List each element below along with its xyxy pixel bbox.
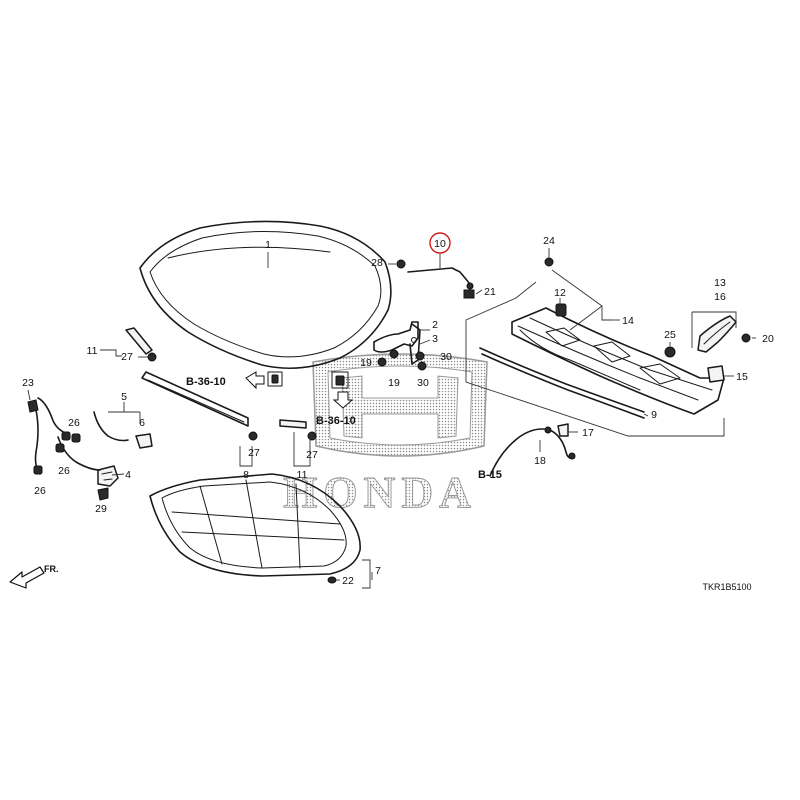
front-arrow-label: FR. [44, 564, 59, 574]
clip-21 [463, 289, 475, 299]
front-arrow-icon: FR. [9, 564, 59, 589]
nut-19a [377, 357, 387, 367]
nut-30b [417, 361, 427, 371]
clip-22 [327, 576, 337, 584]
nut-19b [389, 349, 399, 359]
clip-17 [557, 423, 569, 437]
callout-28: 28 [371, 257, 383, 269]
cowl-side-trim [697, 315, 737, 353]
callout-13: 13 [714, 277, 726, 289]
callout-14: 14 [622, 315, 634, 327]
callout-1: 1 [265, 239, 271, 251]
bolt-28 [396, 259, 406, 269]
clip-27c [307, 431, 317, 441]
callout-27-right: 27 [306, 449, 318, 461]
cowl-seal [479, 347, 645, 419]
callout-21: 21 [484, 286, 496, 298]
bolt-24 [544, 257, 554, 267]
callout-15: 15 [736, 371, 748, 383]
callout-30-upper: 30 [440, 351, 452, 363]
callout-7: 7 [375, 565, 381, 577]
callout-3: 3 [432, 333, 438, 345]
callout-20: 20 [762, 333, 774, 345]
watermark-brand-text: HONDA [283, 468, 477, 517]
clip-26b [55, 443, 65, 453]
clip-26c [71, 433, 81, 443]
lid-trim-strip [141, 371, 249, 427]
section-ref-2: B-36-10 [316, 415, 356, 427]
grouping-lines [100, 269, 737, 589]
callout-8: 8 [243, 469, 249, 481]
callout-24: 24 [543, 235, 555, 247]
highlight-ring [429, 232, 451, 254]
callout-10: 10 [434, 238, 446, 250]
section-ref-3: B-15 [478, 469, 502, 481]
callout-27-left: 27 [121, 351, 133, 363]
callout-2: 2 [432, 319, 438, 331]
bolt-20 [741, 333, 751, 343]
callout-29: 29 [95, 503, 107, 515]
callout-30-lower: 30 [417, 377, 429, 389]
callout-16: 16 [714, 291, 726, 303]
callout-26-middle: 26 [58, 465, 70, 477]
callout-19-left: 19 [360, 357, 372, 369]
callout-22: 22 [342, 575, 354, 587]
clip-27b [248, 431, 258, 441]
callout-6: 6 [139, 417, 145, 429]
callout-9: 9 [651, 409, 657, 421]
callout-18: 18 [534, 455, 546, 467]
ref-arrow-icon [332, 391, 354, 409]
callout-11-left: 11 [87, 345, 98, 357]
trunk-latch [97, 465, 119, 487]
fasteners [27, 257, 751, 584]
ref-arrow-icon [245, 371, 265, 390]
watermark: HONDA [283, 353, 488, 518]
section-refs: B-36-10 B-36-10 B-15 [186, 371, 502, 481]
callout-4: 4 [125, 469, 131, 481]
leader-lines [27, 248, 756, 581]
honda-h-logo [312, 353, 488, 457]
release-cable [489, 426, 576, 477]
bolt-29 [97, 487, 109, 501]
trunk-lid-liner [149, 473, 361, 577]
callout-11-center: 11 [297, 469, 308, 481]
ref-box-2 [331, 371, 349, 389]
latch-cable [34, 397, 153, 475]
callout-5: 5 [121, 391, 127, 403]
hood-support-rod [407, 267, 474, 290]
callout-labels: 1 2 3 4 5 6 7 8 9 10 11 11 12 13 14 15 1… [22, 235, 774, 587]
callout-19-right: 19 [388, 377, 400, 389]
callout-12: 12 [554, 287, 566, 299]
callout-23: 23 [22, 377, 34, 389]
section-ref-1: B-36-10 [186, 376, 226, 388]
callout-27-center: 27 [248, 447, 260, 459]
clip-27a [147, 352, 157, 362]
callout-26-lower: 26 [34, 485, 46, 497]
callout-17: 17 [582, 427, 594, 439]
callout-26-upper: 26 [68, 417, 80, 429]
clip-23 [27, 399, 39, 413]
nut-25 [664, 346, 676, 358]
trunk-lid [139, 220, 392, 370]
callout-25: 25 [664, 329, 676, 341]
side-trim-strip [125, 327, 307, 429]
nut-30a [415, 351, 425, 361]
ref-box-1 [267, 371, 283, 387]
clip-26a [33, 465, 43, 475]
diagram-code: TKR1B5100 [702, 582, 751, 592]
cowl-top [511, 303, 725, 415]
